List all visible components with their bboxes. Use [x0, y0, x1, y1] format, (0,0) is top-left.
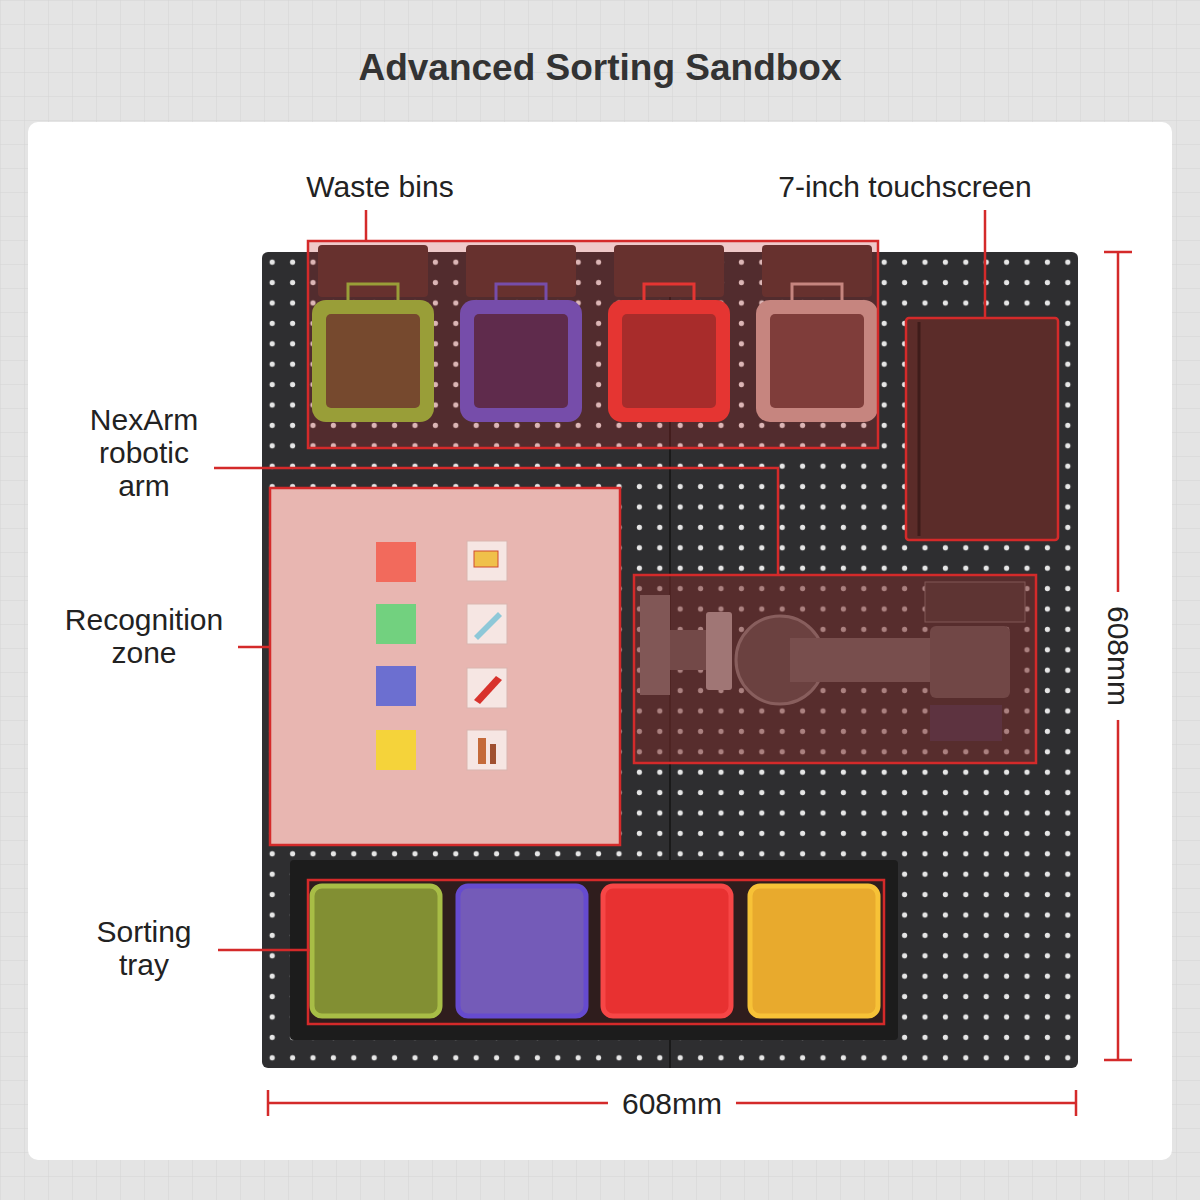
- leader-line: [984, 210, 987, 318]
- marker-icon: [474, 676, 502, 704]
- dimension-label: 608mm: [1100, 592, 1137, 720]
- blue-block: [376, 666, 416, 706]
- tray-base: [290, 860, 898, 1040]
- sorting-tray: [290, 860, 898, 1040]
- dimension-lines: [268, 252, 1132, 1116]
- tube-icon: [474, 612, 502, 640]
- touchscreen: [906, 318, 1058, 540]
- part-label: Recognition zone: [34, 603, 254, 669]
- green-block: [376, 604, 416, 644]
- touchscreen-edge: [918, 322, 921, 536]
- recognition-zone: [270, 488, 620, 845]
- leader-line: [214, 468, 778, 575]
- highlight-box: [308, 880, 884, 1024]
- part-label: Waste bins: [250, 170, 510, 203]
- waste-card: [467, 604, 507, 644]
- white-card: [28, 122, 1172, 1160]
- waste-card: [467, 730, 507, 770]
- recognition-plate: [270, 488, 620, 845]
- leader-lines: [214, 210, 985, 950]
- leader-line: [218, 949, 310, 952]
- robotic-arm: [634, 575, 1036, 763]
- leader-line: [365, 210, 368, 241]
- part-label: 7-inch touchscreen: [735, 170, 1075, 203]
- battery-icon: [474, 551, 498, 567]
- leader-line: [238, 646, 270, 649]
- part-label: Sorting tray: [69, 915, 219, 981]
- waste-bins: [308, 241, 878, 448]
- dimension-label: 608mm: [608, 1085, 736, 1122]
- diagram-title: Advanced Sorting Sandbox: [358, 48, 841, 89]
- part-label: NexArm robotic arm: [69, 403, 219, 502]
- red-block: [376, 542, 416, 582]
- bottle-icon: [490, 744, 496, 764]
- waste-card: [467, 541, 507, 581]
- waste-card: [467, 668, 507, 708]
- yellow-block: [376, 730, 416, 770]
- highlight-box: [308, 241, 878, 448]
- highlight-box: [634, 575, 1036, 763]
- bottle-icon: [478, 738, 486, 764]
